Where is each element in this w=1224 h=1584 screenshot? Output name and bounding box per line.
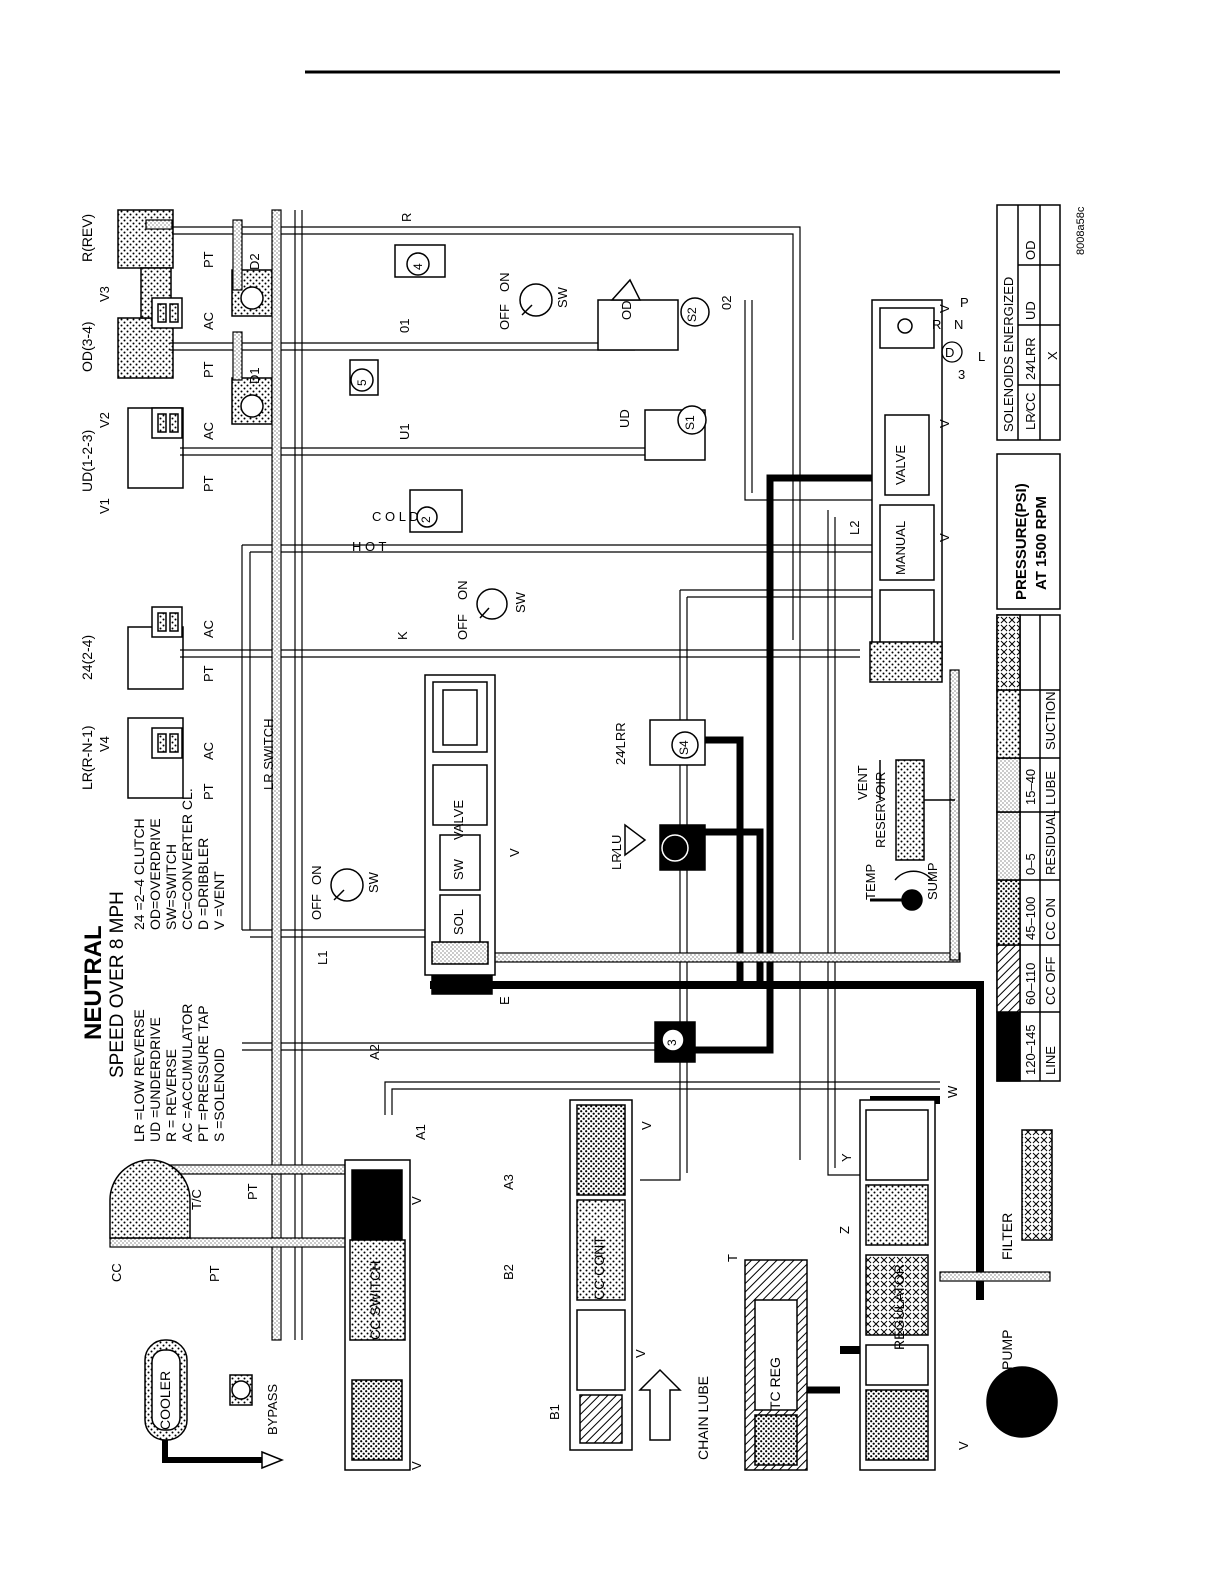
manual-valve [869,299,943,683]
cooler-bypass [144,1339,285,1470]
check-ball-bodies [349,244,696,1063]
s2-circle [680,297,710,327]
cc-switch-valve [344,1159,411,1471]
check-ball-5 [350,368,374,392]
s3-circle [661,834,689,862]
s4-circle [671,731,699,759]
accumulators [151,297,183,759]
cc-cont-valve [569,1099,633,1451]
lube-lines [109,209,1051,1341]
solenoid-switch-valve [424,674,496,995]
s1-circle [677,405,707,435]
gear-selector [941,341,963,363]
pressure-legend-table [996,453,1061,1082]
regulator-valve [859,1099,936,1471]
temp-sump-reservoir [870,759,955,911]
rev-clutch [117,209,174,269]
gear-d-ring [941,341,963,363]
check-ball-2 [416,506,438,528]
pressure-switches [330,283,553,902]
check-ball-4 [406,252,430,276]
solenoid-bodies [597,278,710,871]
chain-lube-arrow [638,1368,682,1441]
pump-filter [986,1129,1058,1438]
torque-converter [109,1159,191,1239]
dribblers [231,269,273,425]
d2-ball [240,286,264,310]
pump-circle [986,1366,1058,1438]
solenoid-energized-table [996,204,1061,441]
check-ball-3 [661,1028,685,1052]
d1-ball [240,394,264,418]
tc-reg-valve [744,1259,808,1471]
